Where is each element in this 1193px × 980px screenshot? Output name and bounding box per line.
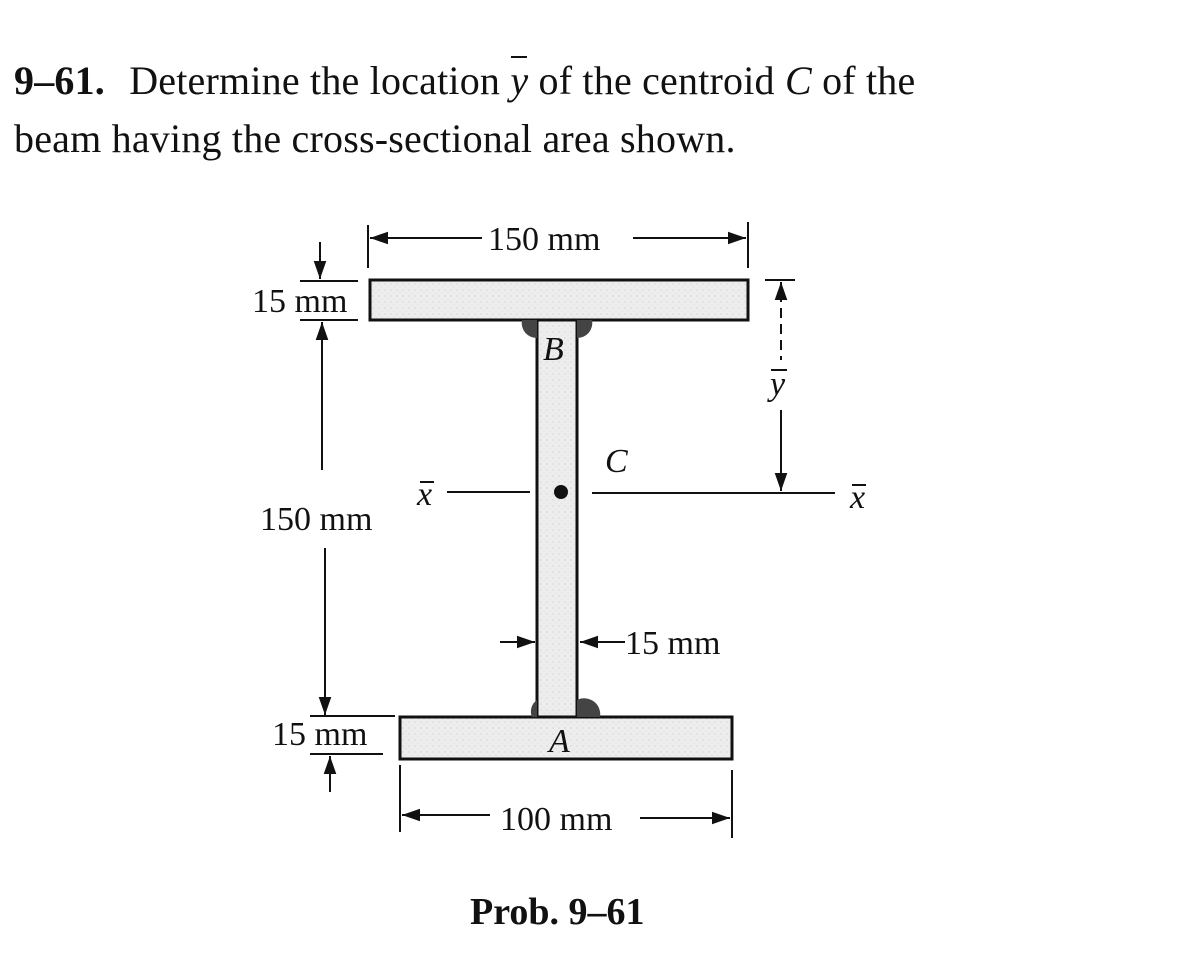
top-width-label: 150 mm xyxy=(488,221,600,258)
top-flange xyxy=(368,278,750,322)
weld-a-right xyxy=(577,698,601,717)
problem-text-1: Determine the location xyxy=(129,58,501,103)
problem-line-1: 9–61. Determine the location y of the ce… xyxy=(14,52,1174,110)
problem-text-3: of the xyxy=(822,58,916,103)
weld-b-left xyxy=(521,320,537,339)
web-thickness-label: 15 mm xyxy=(625,625,720,662)
bottom-flange xyxy=(398,715,734,761)
figure-caption: Prob. 9–61 xyxy=(470,891,645,933)
bottom-width-label: 100 mm xyxy=(500,801,612,838)
problem-line-2: beam having the cross-sectional area sho… xyxy=(14,116,736,161)
problem-number: 9–61. xyxy=(14,58,105,103)
centroid-dot xyxy=(554,485,568,499)
centroid-label: C xyxy=(605,443,628,480)
y-bar-symbol: y xyxy=(510,52,528,110)
y-bar-label: y xyxy=(767,366,786,403)
web xyxy=(535,318,579,719)
web-height-label: 150 mm xyxy=(260,501,372,538)
x-axis-label-right: x xyxy=(849,479,865,516)
top-thickness-label: 15 mm xyxy=(252,283,347,320)
bottom-thickness-label: 15 mm xyxy=(272,716,367,753)
point-b-label: B xyxy=(543,331,564,368)
x-axis-label-left: x xyxy=(416,476,432,513)
weld-b-right xyxy=(577,320,593,339)
weld-a-left xyxy=(530,700,537,717)
centroid-letter: C xyxy=(784,58,812,103)
problem-text-2: of the centroid xyxy=(538,58,775,103)
point-a-label: A xyxy=(547,723,570,760)
problem-statement: 9–61. Determine the location y of the ce… xyxy=(14,52,1174,168)
